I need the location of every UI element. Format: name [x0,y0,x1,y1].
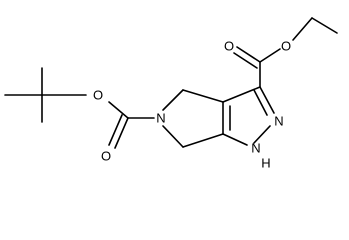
bond-ester-o-c [259,48,281,63]
atom-label-pyrrolidine-n: N [156,111,165,126]
bond-ch2-c6a [182,133,224,148]
atom-label-pyrazole-n2: N [274,114,283,129]
atom-label-ester-carbonyl-o: O [224,39,234,54]
bond-c3a-c3 [222,86,261,103]
bond-lines [4,17,338,149]
bond-c3-n2-double-b [253,89,268,116]
bond-carbamate-c-o-double-a [114,117,129,149]
bond-carbamate-c-o-ether [108,101,129,119]
bond-ethyl-ch2-o [292,17,313,41]
bond-c3-n2-double-a [259,86,275,114]
bond-ester-c-o-double-a [236,46,261,63]
bond-n5-ch2 [162,125,184,148]
atom-label-carbamate-carbonyl-o: O [101,149,111,164]
bond-n1-c6a [222,133,248,146]
bond-ch2-n5 [162,89,184,111]
atom-label-pyrazole-n1: N [251,141,260,156]
bond-c3a-ch2 [182,89,224,103]
molecule-structure-diagram: O O O O N N N H [4,17,338,171]
atom-label-pyrazole-n1-h: H [261,156,270,171]
atom-labels: O O O O N N N H [93,39,291,171]
bond-carbamate-c-o-double-b [108,114,123,146]
bond-ethyl-ch3-ch2 [311,17,338,34]
atom-label-carbamate-ether-o: O [93,88,103,103]
atom-label-ester-ether-o: O [281,39,291,54]
bond-ester-c-o-double-b [233,52,258,69]
bond-n2-n1 [253,125,271,144]
